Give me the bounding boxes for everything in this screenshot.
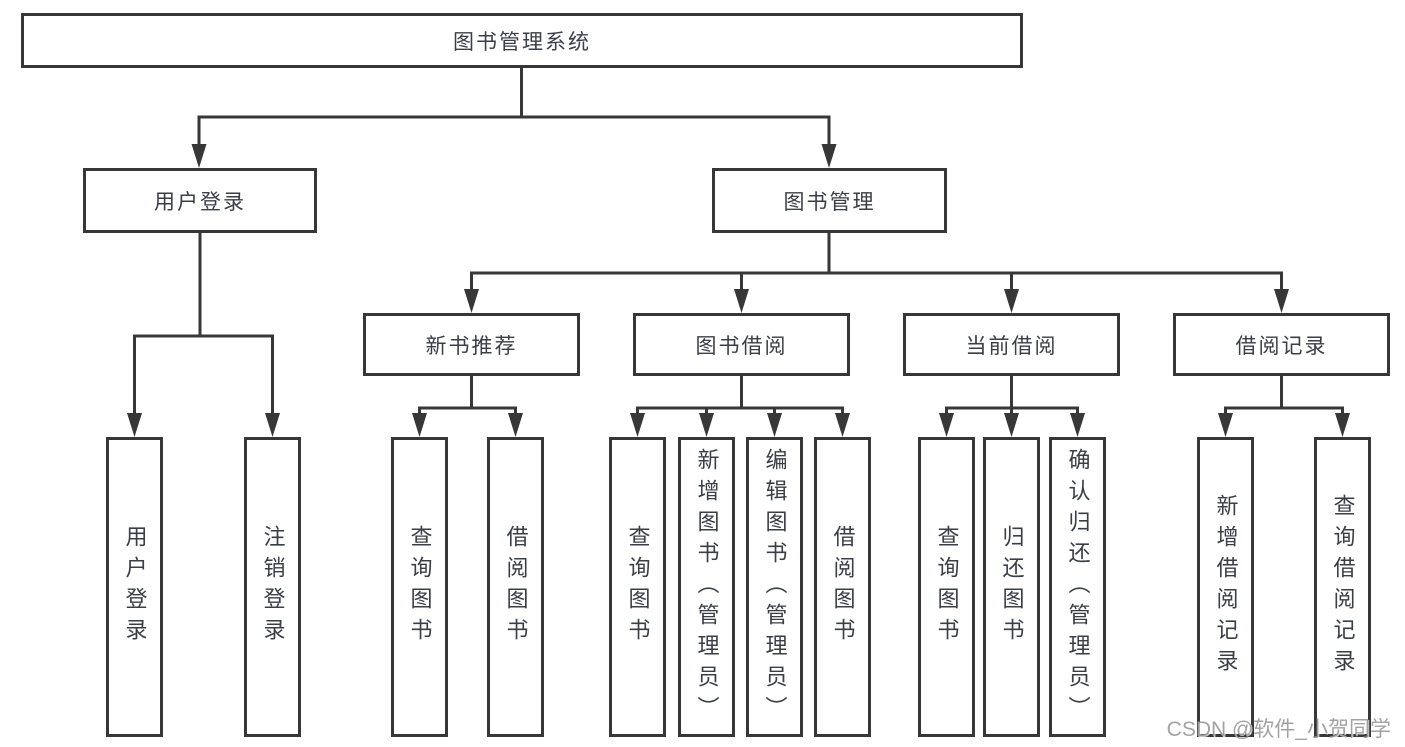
node-return-book: 归还图书 — [983, 437, 1040, 737]
node-borrow-book-recommend-label: 借阅图书 — [503, 525, 529, 649]
node-borrow-book-action: 借阅图书 — [814, 437, 871, 737]
node-confirm-return-admin: 确认归还（管理员） — [1049, 437, 1106, 737]
node-borrow-book-recommend: 借阅图书 — [487, 437, 544, 737]
node-query-book-current: 查询图书 — [918, 437, 975, 737]
node-current-borrowing-label: 当前借阅 — [965, 334, 1058, 358]
node-query-book-recommend-label: 查询图书 — [407, 525, 433, 649]
node-book-management: 图书管理 — [712, 168, 947, 233]
arrowheads — [127, 144, 1350, 437]
node-query-book-current-label: 查询图书 — [934, 525, 960, 649]
node-query-book-borrowing: 查询图书 — [609, 437, 666, 737]
node-book-management-label: 图书管理 — [783, 190, 876, 214]
node-add-book-admin-label: 新增图书（管理员） — [694, 447, 720, 727]
node-borrowing-records-label: 借阅记录 — [1235, 334, 1328, 358]
node-user-login: 用户登录 — [83, 168, 317, 233]
node-user-login-label: 用户登录 — [154, 190, 246, 214]
node-logout-action-label: 注销登录 — [260, 525, 286, 649]
node-query-borrow-record: 查询借阅记录 — [1314, 437, 1371, 737]
node-confirm-return-admin-label: 确认归还（管理员） — [1065, 447, 1091, 727]
node-query-book-borrowing-label: 查询图书 — [625, 525, 651, 649]
csdn-watermark: CSDN @软件_小贺同学 — [1166, 718, 1391, 741]
node-add-book-admin: 新增图书（管理员） — [678, 437, 735, 737]
node-current-borrowing: 当前借阅 — [903, 313, 1120, 376]
node-book-borrowing: 图书借阅 — [633, 313, 850, 376]
node-new-book-recommend-label: 新书推荐 — [425, 334, 518, 358]
node-borrowing-records: 借阅记录 — [1173, 313, 1390, 376]
node-add-borrow-record: 新增借阅记录 — [1197, 437, 1254, 737]
node-library-system: 图书管理系统 — [21, 13, 1023, 68]
node-query-book-recommend: 查询图书 — [391, 437, 448, 737]
node-edit-book-admin-label: 编辑图书（管理员） — [762, 447, 788, 727]
node-logout-action: 注销登录 — [244, 437, 301, 737]
node-edit-book-admin: 编辑图书（管理员） — [746, 437, 803, 737]
node-return-book-label: 归还图书 — [999, 525, 1025, 649]
node-query-borrow-record-label: 查询借阅记录 — [1330, 494, 1356, 680]
node-user-login-action: 用户登录 — [106, 437, 163, 737]
node-add-borrow-record-label: 新增借阅记录 — [1213, 494, 1239, 680]
node-user-login-action-label: 用户登录 — [122, 525, 148, 649]
node-borrow-book-action-label: 借阅图书 — [830, 525, 856, 649]
node-library-system-label: 图书管理系统 — [453, 30, 591, 54]
node-new-book-recommend: 新书推荐 — [363, 313, 580, 376]
node-book-borrowing-label: 图书借阅 — [695, 334, 788, 358]
